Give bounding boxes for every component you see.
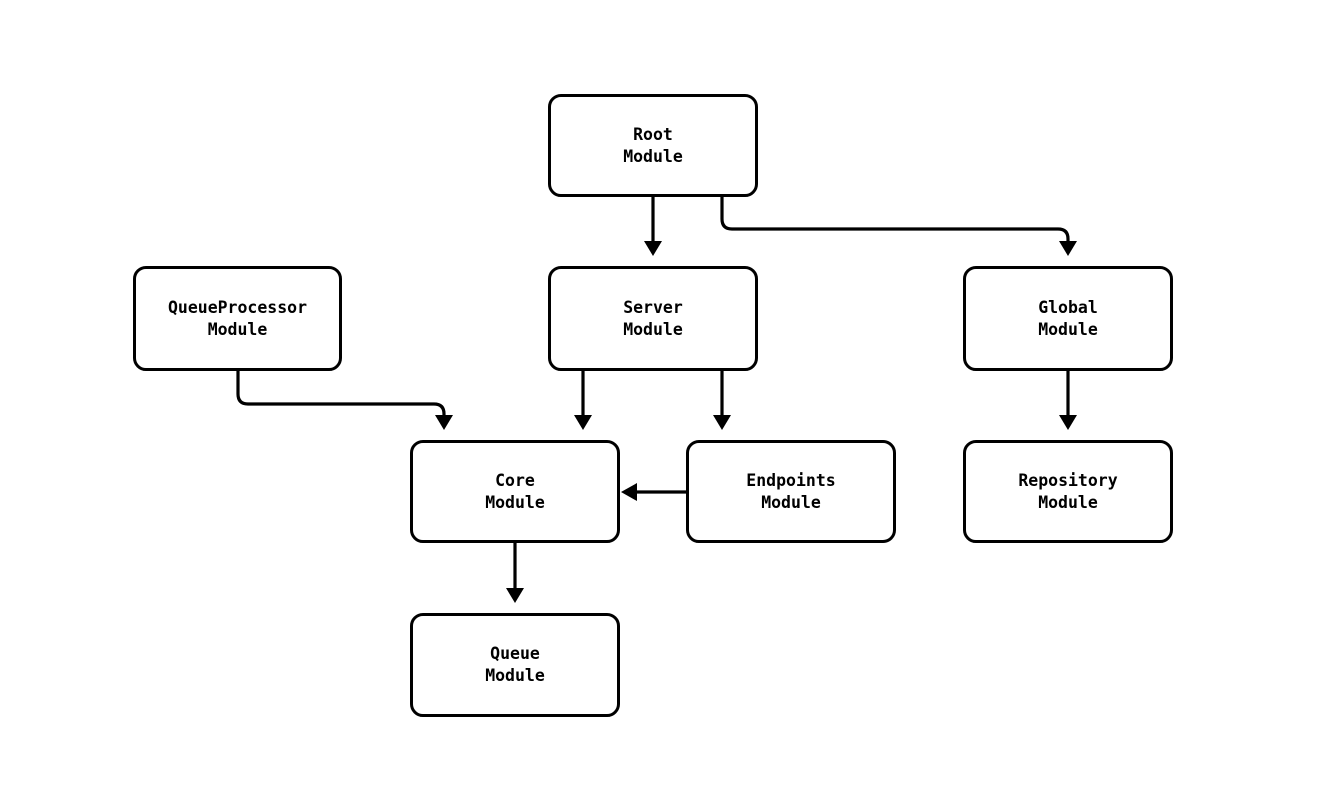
edge-endpoints-core <box>621 483 686 501</box>
node-queue-module[interactable]: Queue Module <box>410 613 620 717</box>
node-queue-module-line2: Module <box>485 666 545 685</box>
node-root-module[interactable]: Root Module <box>548 94 758 197</box>
node-queue-module-line1: Queue <box>490 644 540 663</box>
node-global-module[interactable]: Global Module <box>963 266 1173 371</box>
edge-global-repository <box>1059 371 1077 430</box>
node-server-module-line1: Server <box>623 297 683 317</box>
edge-queueprocessor-core <box>236 371 453 430</box>
node-queueprocessor-module-line2: Module <box>207 319 268 339</box>
node-core-module[interactable]: Core Module <box>410 440 620 543</box>
node-core-module-line2: Module <box>485 492 545 512</box>
node-server-module[interactable]: Server Module <box>548 266 758 371</box>
node-root-module-line1: Root <box>633 124 673 144</box>
node-repository-module[interactable]: Repository Module <box>963 440 1173 543</box>
node-core-module-line1: Core <box>495 470 535 490</box>
node-repository-module-line1: Repository <box>1018 470 1118 490</box>
node-server-module-line2: Module <box>623 319 683 339</box>
node-repository-module-line2: Module <box>1038 492 1098 512</box>
node-endpoints-module[interactable]: Endpoints Module <box>686 440 896 543</box>
edge-server-endpoints <box>713 371 731 430</box>
node-root-module-line2: Module <box>623 146 683 166</box>
node-endpoints-module-line1: Endpoints <box>746 470 836 490</box>
edge-root-global <box>720 197 1077 256</box>
node-queueprocessor-module-line1: QueueProcessor <box>167 297 308 317</box>
node-queueprocessor-module[interactable]: QueueProcessor Module <box>133 266 342 371</box>
edge-core-queue <box>506 543 524 603</box>
edge-server-core <box>574 371 592 430</box>
node-endpoints-module-line2: Module <box>761 492 821 512</box>
node-global-module-line2: Module <box>1038 319 1098 339</box>
node-global-module-line1: Global <box>1038 297 1098 317</box>
edge-root-server <box>644 197 662 256</box>
